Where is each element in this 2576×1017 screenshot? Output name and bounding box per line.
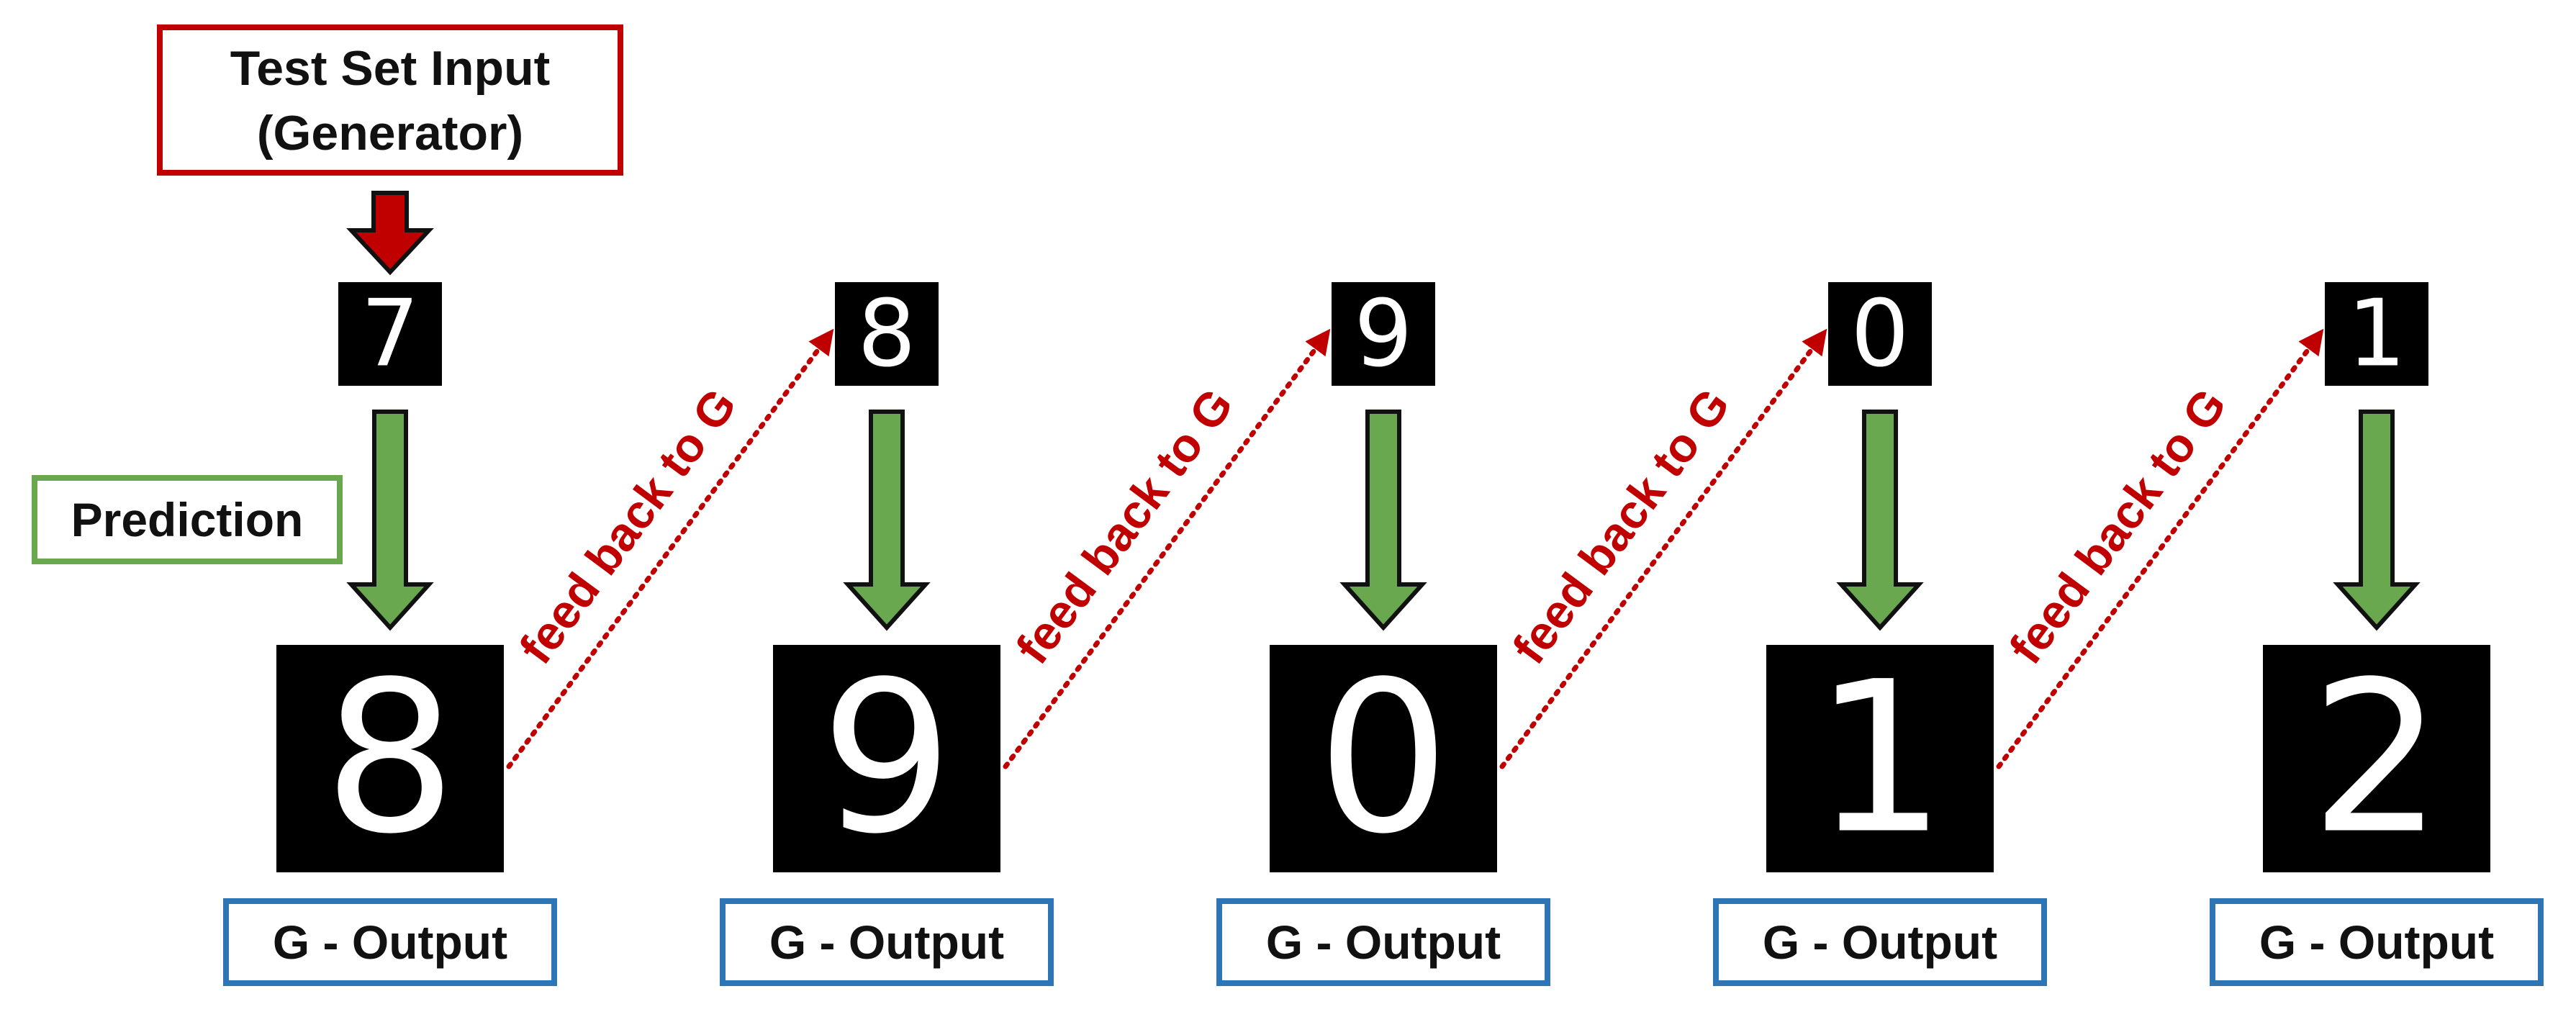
- output-label-box: [223, 898, 557, 986]
- output-label-box: [2210, 898, 2544, 986]
- input-box: Test Set Input (Generator): [157, 24, 623, 176]
- output-digit-image: [1766, 645, 1994, 872]
- input-digit: 9: [1354, 281, 1412, 388]
- input-digit-thumbnail: [1828, 282, 1932, 386]
- output-digit: 8: [324, 638, 457, 880]
- prediction-arrow: [1339, 410, 1427, 631]
- stage-4: 0 1 G - Output feed back to G: [1713, 281, 2324, 986]
- output-digit-image: [1270, 645, 1497, 872]
- feedback-dotted-line: [1996, 328, 2324, 769]
- output-label: G - Output: [1763, 916, 1997, 969]
- input-digit: 0: [1850, 281, 1909, 388]
- input-digit-thumbnail: [835, 282, 939, 386]
- output-label-box: [720, 898, 1054, 986]
- output-label: G - Output: [1266, 916, 1501, 969]
- stage-2: 8 9 G - Output feed back to G: [720, 281, 1331, 986]
- prediction-arrow: [1836, 410, 1924, 631]
- output-label-box: [1216, 898, 1550, 986]
- input-digit-thumbnail: [1332, 282, 1435, 386]
- feedback-label: feed back to G: [509, 379, 746, 673]
- prediction-arrow: [2333, 410, 2421, 631]
- output-digit-image: [276, 645, 504, 872]
- output-digit: 2: [2310, 638, 2444, 880]
- output-digit-image: [773, 645, 1000, 872]
- feedback-dotted-line: [1499, 328, 1827, 769]
- feedback-dotted-line: [506, 328, 834, 769]
- input-box-line2: (Generator): [257, 106, 523, 161]
- input-arrow: [346, 191, 434, 276]
- output-digit: 9: [821, 638, 954, 880]
- stage-3: 9 0 G - Output feed back to G: [1216, 281, 1827, 986]
- stage-5: 1 2 G - Output: [2210, 281, 2544, 986]
- output-label: G - Output: [769, 916, 1004, 969]
- prediction-arrow: [843, 410, 931, 631]
- output-label: G - Output: [2259, 916, 2494, 969]
- stage-1: 7 8 G - Output feed back to G: [223, 281, 834, 986]
- output-digit: 0: [1317, 638, 1450, 880]
- feedback-label: feed back to G: [1005, 379, 1243, 673]
- input-digit-thumbnail: [338, 282, 442, 386]
- output-digit: 1: [1814, 638, 1947, 880]
- feedback-dotted-line: [1003, 328, 1331, 769]
- prediction-box: Prediction: [32, 475, 343, 564]
- feedback-label: feed back to G: [1999, 379, 2236, 673]
- input-digit: 8: [857, 281, 916, 388]
- input-digit: 1: [2347, 281, 2405, 388]
- input-digit: 7: [361, 281, 419, 388]
- input-box-line1: Test Set Input: [230, 41, 551, 96]
- prediction-label: Prediction: [71, 493, 304, 546]
- input-digit-thumbnail: [2325, 282, 2428, 386]
- output-label: G - Output: [273, 916, 507, 969]
- prediction-arrow: [346, 410, 434, 631]
- output-digit-image: [2263, 645, 2490, 872]
- feedback-label: feed back to G: [1502, 379, 1740, 673]
- output-label-box: [1713, 898, 2047, 986]
